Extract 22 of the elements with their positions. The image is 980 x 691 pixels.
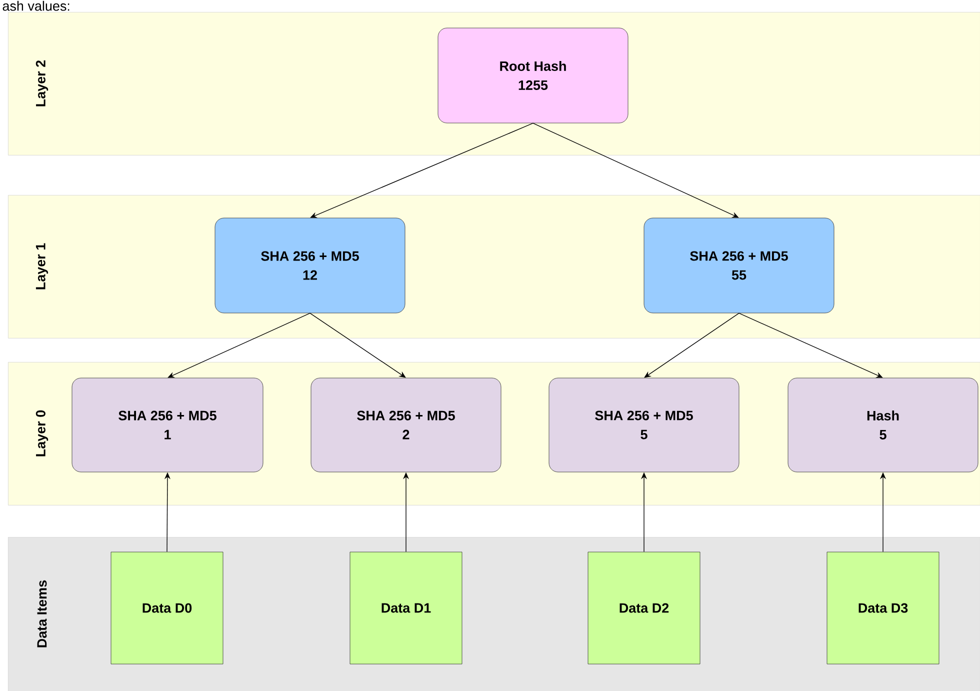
band-label: Data Items: [37, 580, 47, 648]
hash-box: SHA 256 + MD5 1: [72, 378, 264, 472]
arrow: [310, 122, 534, 218]
arrow: [310, 312, 406, 378]
band-label: Layer 2: [36, 60, 48, 106]
band-label: Layer 1: [36, 243, 48, 290]
data-box: Data D2: [588, 552, 700, 664]
hash-box: SHA 256 + MD5 2: [310, 378, 502, 472]
arrow: [168, 312, 310, 378]
arrow: [532, 122, 739, 218]
band-label: Layer 0: [36, 410, 48, 456]
data-box: Data D1: [350, 552, 462, 664]
data-box: Data D0: [110, 552, 224, 664]
caption-fragment: ash values:: [2, 0, 70, 11]
hash-box: Root Hash 1255: [438, 28, 628, 124]
hash-box: Hash 5: [788, 378, 978, 472]
hash-box: SHA 256 + MD5 12: [214, 218, 406, 314]
arrow: [738, 312, 883, 378]
arrow: [644, 312, 740, 378]
hash-box: SHA 256 + MD5 55: [644, 218, 834, 314]
data-box: Data D3: [826, 552, 940, 664]
hash-box: SHA 256 + MD5 5: [548, 378, 740, 472]
